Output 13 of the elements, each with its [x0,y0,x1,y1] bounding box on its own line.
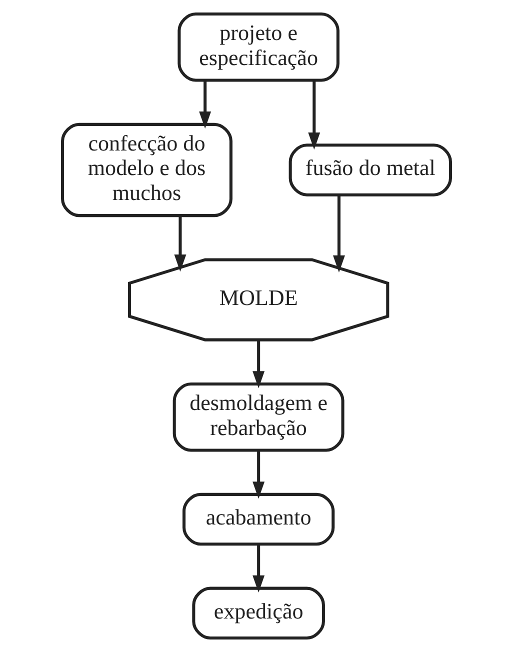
node-box: desmoldagem e rebarbação [172,382,344,452]
arrow [252,450,264,499]
node-box: acabamento [182,492,334,546]
node-box: projeto e especificação [177,12,339,82]
arrow [308,80,320,150]
arrow [252,340,264,388]
node-box: expedição [192,586,324,640]
arrow [174,216,186,272]
arrow [198,80,211,129]
arrow [252,544,264,593]
node-box: confecção do modelo e dos muchos [60,122,232,218]
node-box: fusão do metal [288,144,452,196]
arrow [332,195,344,272]
